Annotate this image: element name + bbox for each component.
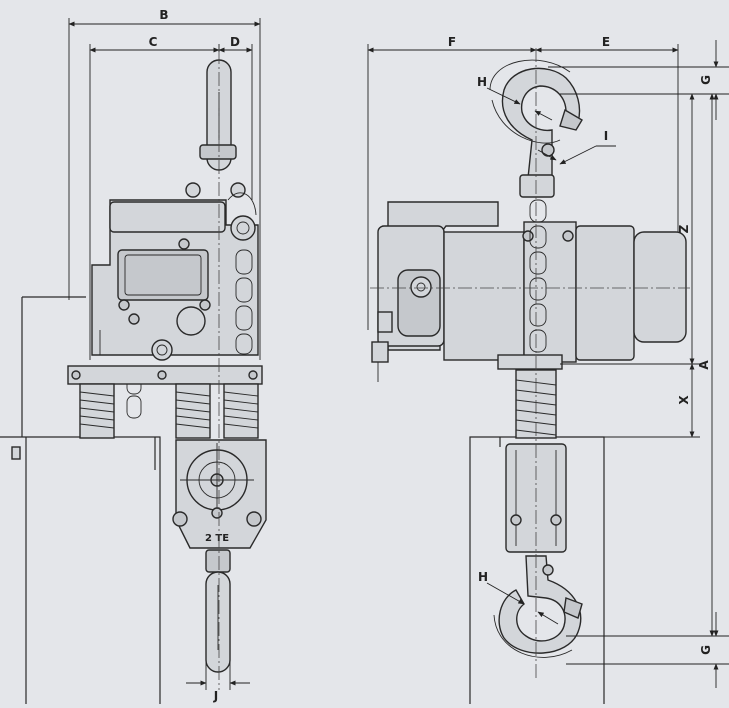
front-top-suspension-eye — [185, 59, 246, 198]
label-a: A — [697, 360, 711, 370]
front-gearbox-housing — [91, 192, 259, 361]
label-x: X — [677, 395, 691, 405]
label-d: D — [230, 35, 240, 49]
spring-left — [79, 383, 115, 439]
label-i: I — [604, 129, 608, 143]
side-bottom-hook — [493, 555, 583, 658]
dimension-h-top: H — [477, 75, 553, 121]
dimension-c-d: C D — [89, 35, 253, 360]
side-load-chain — [529, 199, 547, 353]
label-h-top: H — [477, 75, 487, 89]
label-h-bottom: H — [478, 570, 488, 584]
side-top-hook — [489, 59, 583, 198]
dimension-i: I — [537, 129, 616, 165]
label-z: Z — [677, 224, 691, 233]
front-crossbeam — [67, 365, 263, 385]
front-buffer-springs — [79, 383, 259, 439]
front-bottom-block: 2 TE — [172, 439, 267, 549]
dimension-f-e: F E — [367, 35, 679, 330]
side-view: F E H I H — [367, 35, 729, 704]
dimension-vertical-set: G Z X A G — [548, 40, 729, 688]
front-bottom-hook — [205, 549, 231, 673]
label-f: F — [448, 35, 456, 49]
dimension-b: B — [68, 8, 261, 360]
label-g-top: G — [699, 75, 713, 85]
dimension-h-bottom: H — [478, 570, 559, 625]
dimension-j: J — [186, 660, 250, 703]
label-b: B — [159, 8, 168, 22]
spring-right — [223, 383, 259, 439]
front-support-structure — [0, 296, 161, 704]
front-view: 2 TE B C D — [0, 8, 267, 704]
nameplate-label: 2 TE — [205, 533, 229, 544]
label-e: E — [602, 35, 610, 49]
label-g-bottom: G — [699, 645, 713, 655]
side-motor-body — [371, 201, 687, 382]
label-j: J — [213, 689, 218, 703]
label-c: C — [149, 35, 158, 49]
spring-middle — [175, 383, 211, 439]
